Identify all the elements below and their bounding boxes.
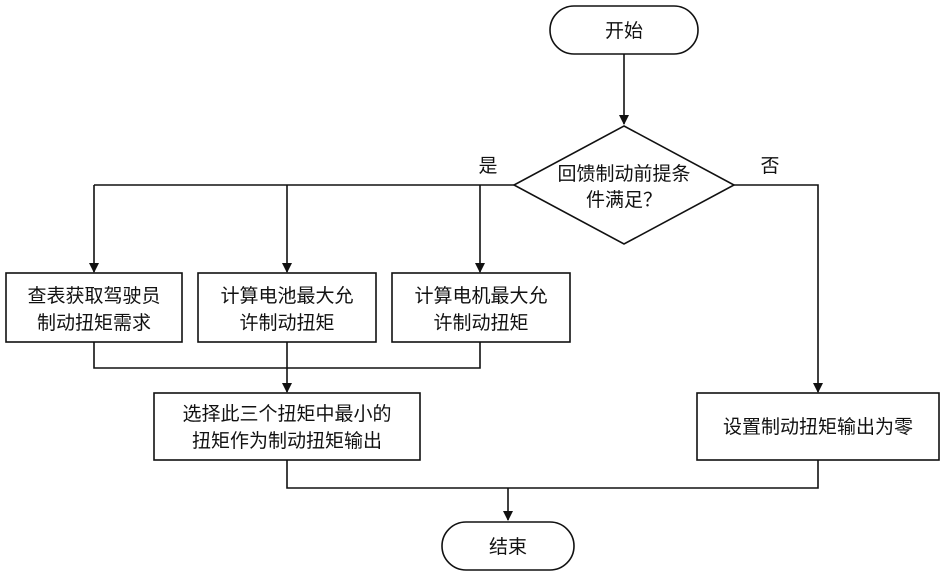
decision-label-line2: 件满足？: [586, 189, 662, 211]
select-min-torque-box: 选择此三个扭矩中最小的 扭矩作为制动扭矩输出: [154, 393, 420, 460]
lookup-label-line1: 查表获取驾驶员: [27, 285, 160, 307]
motor-label-line1: 计算电机最大允: [414, 285, 547, 307]
select-min-label-line2: 扭矩作为制动扭矩输出: [192, 430, 382, 452]
battery-max-torque-box: 计算电池最大允 许制动扭矩: [198, 273, 376, 342]
decision-label-line1: 回馈制动前提条: [557, 163, 690, 185]
select-min-label-line1: 选择此三个扭矩中最小的: [182, 403, 391, 425]
battery-label-line1: 计算电池最大允: [220, 285, 353, 307]
edge-select-to-merge: [287, 460, 818, 488]
edge-label-no: 否: [760, 155, 779, 177]
end-terminal: 结束: [442, 522, 574, 570]
battery-label-line2: 许制动扭矩: [239, 312, 334, 334]
decision-diamond: 回馈制动前提条 件满足？: [514, 126, 734, 244]
lookup-label-line2: 制动扭矩需求: [37, 312, 151, 334]
set-zero-torque-box: 设置制动扭矩输出为零: [697, 393, 939, 460]
set-zero-label: 设置制动扭矩输出为零: [723, 416, 913, 438]
edge-decision-no-branch: [734, 185, 818, 392]
motor-max-torque-box: 计算电机最大允 许制动扭矩: [392, 273, 570, 342]
start-terminal: 开始: [550, 6, 698, 54]
end-label: 结束: [489, 536, 527, 558]
start-label: 开始: [605, 20, 643, 42]
motor-label-line2: 许制动扭矩: [433, 312, 528, 334]
edge-label-yes: 是: [478, 155, 497, 177]
lookup-driver-torque-box: 查表获取驾驶员 制动扭矩需求: [6, 273, 182, 342]
